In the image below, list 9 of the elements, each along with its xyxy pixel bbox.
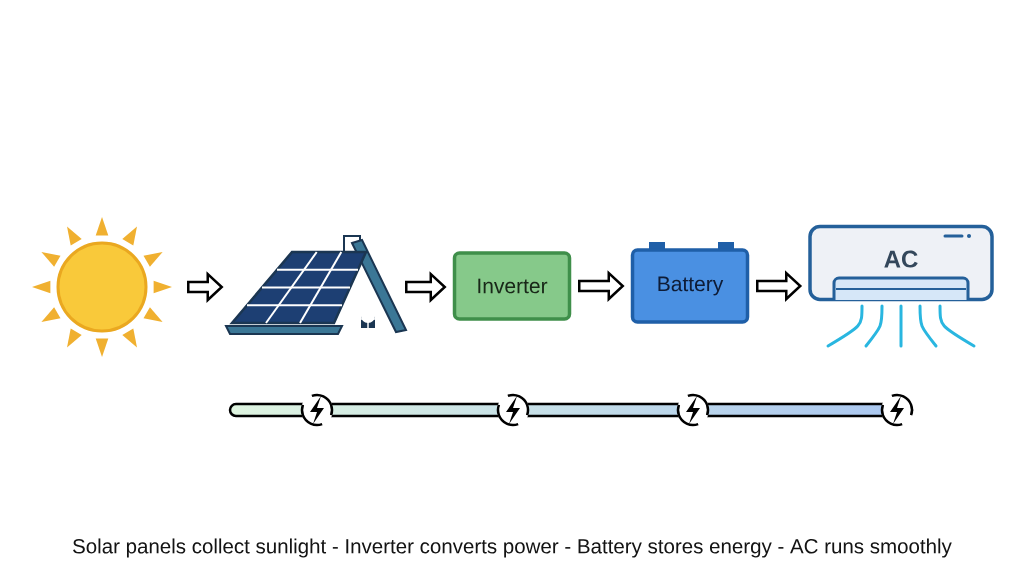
caption: Solar panels collect sunlight - Inverter converts power - Battery stores energy - AC runs smoothly xyxy=(73,538,952,558)
arrow xyxy=(756,270,803,302)
inverter-box: Inverter xyxy=(452,251,572,321)
arrow xyxy=(578,270,625,302)
sun-drawing xyxy=(32,217,172,357)
arrow xyxy=(405,271,447,303)
air-conditioner: AC xyxy=(808,224,994,348)
arrow xyxy=(187,271,224,303)
battery-box: Battery xyxy=(630,242,750,324)
